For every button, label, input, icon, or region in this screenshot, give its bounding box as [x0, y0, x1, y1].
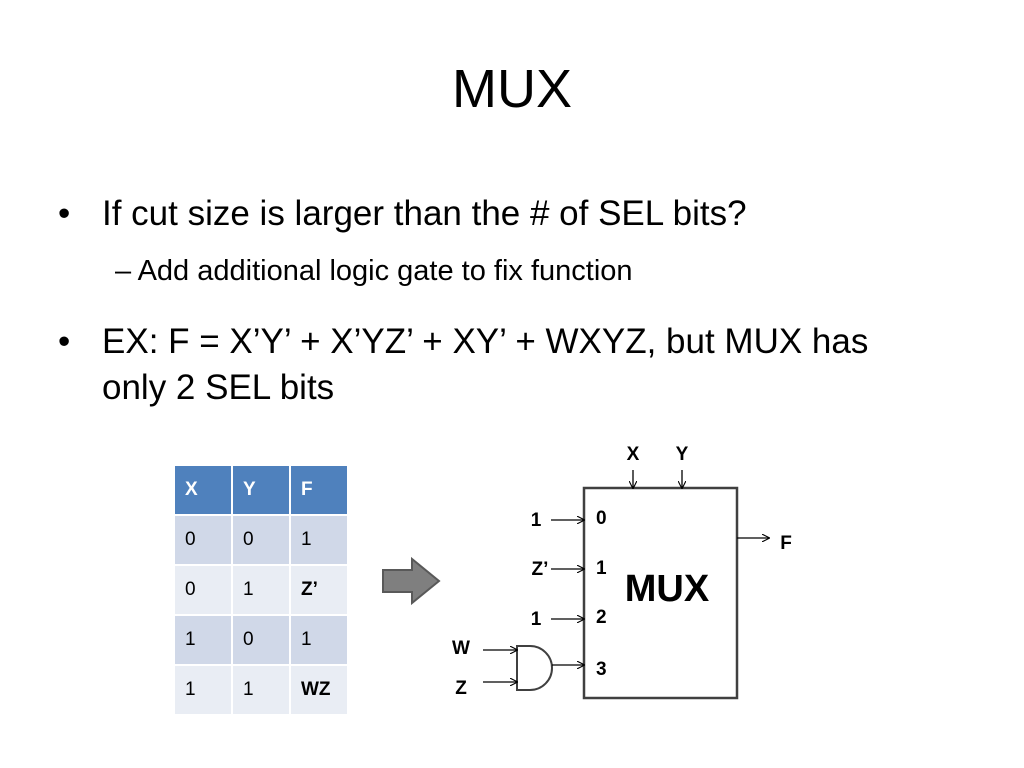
- input-label-0: 1: [531, 510, 542, 531]
- table-cell: 1: [231, 564, 291, 616]
- table-header-f: F: [289, 464, 349, 516]
- bullet-dot: •: [58, 322, 71, 361]
- port-label-0: 0: [596, 508, 607, 529]
- table-header-row: X Y F: [173, 464, 349, 516]
- table-cell: WZ: [289, 664, 349, 716]
- table-cell: 1: [173, 614, 233, 666]
- table-cell: 1: [231, 664, 291, 716]
- port-label-1: 1: [596, 558, 607, 579]
- table-cell: 0: [173, 564, 233, 616]
- table-cell: 0: [173, 514, 233, 566]
- gate-input-label-z: Z: [455, 678, 467, 699]
- bullet-text-line-2: only 2 SEL bits: [102, 368, 335, 407]
- table-row: 1 0 1: [173, 614, 349, 666]
- mux-box: [582, 486, 739, 700]
- output-label: F: [780, 533, 792, 554]
- and-gate-icon: [516, 645, 553, 691]
- table-row: 1 1 WZ: [173, 664, 349, 716]
- port-label-3: 3: [596, 659, 607, 680]
- table-cell: 0: [231, 614, 291, 666]
- select-label-x: X: [627, 444, 640, 465]
- truth-table: X Y F 0 0 1 0 1 Z’ 1 0 1 1 1 WZ: [173, 464, 349, 716]
- right-arrow-icon: [382, 556, 441, 606]
- table-header-y: Y: [231, 464, 291, 516]
- input-label-2: 1: [531, 609, 542, 630]
- table-cell: 1: [289, 514, 349, 566]
- table-row: 0 0 1: [173, 514, 349, 566]
- slide-title: MUX: [452, 59, 572, 119]
- bullet-dot: •: [58, 194, 71, 233]
- table-header-x: X: [173, 464, 233, 516]
- input-label-1: Z’: [532, 559, 549, 580]
- table-cell: 1: [289, 614, 349, 666]
- mux-label: MUX: [625, 568, 710, 610]
- sub-bullet: – Add additional logic gate to fix funct…: [115, 255, 633, 287]
- bullet-text-line-1: EX: F = X’Y’ + X’YZ’ + XY’ + WXYZ, but M…: [102, 322, 869, 361]
- table-row: 0 1 Z’: [173, 564, 349, 616]
- port-label-2: 2: [596, 607, 607, 628]
- table-cell: Z’: [289, 564, 349, 616]
- gate-input-label-w: W: [452, 638, 470, 659]
- bullet-text: If cut size is larger than the # of SEL …: [102, 194, 747, 233]
- table-cell: 1: [173, 664, 233, 716]
- select-label-y: Y: [676, 444, 689, 465]
- table-cell: 0: [231, 514, 291, 566]
